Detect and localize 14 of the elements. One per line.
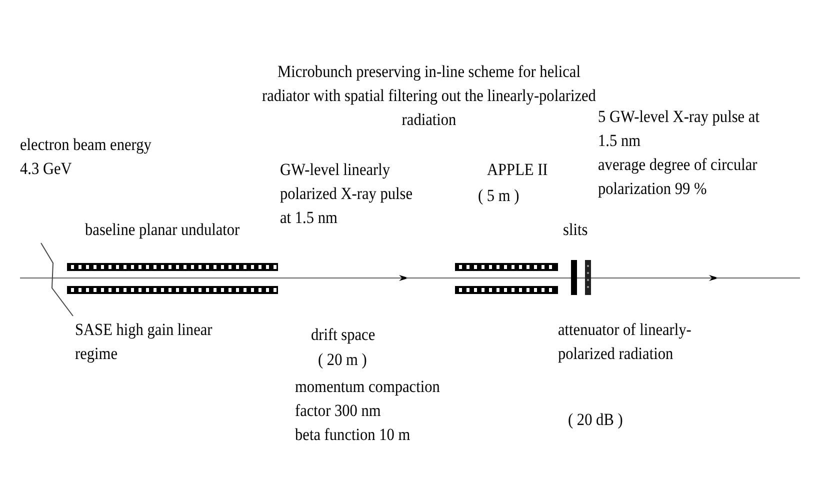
component-label: slits xyxy=(563,219,588,241)
length-label: ( 20 m ) xyxy=(318,349,367,371)
component-label: APPLE II xyxy=(487,159,548,181)
component-label: baseline planar undulator xyxy=(85,219,240,241)
annotation: average degree of circular polarization 99 % xyxy=(598,154,758,200)
title: Microbunch preserving in-line scheme for helical radiator with spatial filtering out the linearly-polarized radiation xyxy=(261,61,597,131)
length-label: ( 5 m ) xyxy=(478,185,520,207)
annotation: beta function 10 m xyxy=(295,424,410,446)
annotation: electron beam energy 4.3 GeV xyxy=(20,134,152,180)
annotation: GW-level linearly polarized X-ray pulse at 1.5 nm xyxy=(280,159,414,229)
annotation: attenuator of linearly-polarized radiation xyxy=(558,319,692,365)
annotation: ( 20 dB ) xyxy=(568,409,623,431)
annotation: drift space xyxy=(311,324,376,346)
annotation: SASE high gain linear regime xyxy=(75,319,214,365)
